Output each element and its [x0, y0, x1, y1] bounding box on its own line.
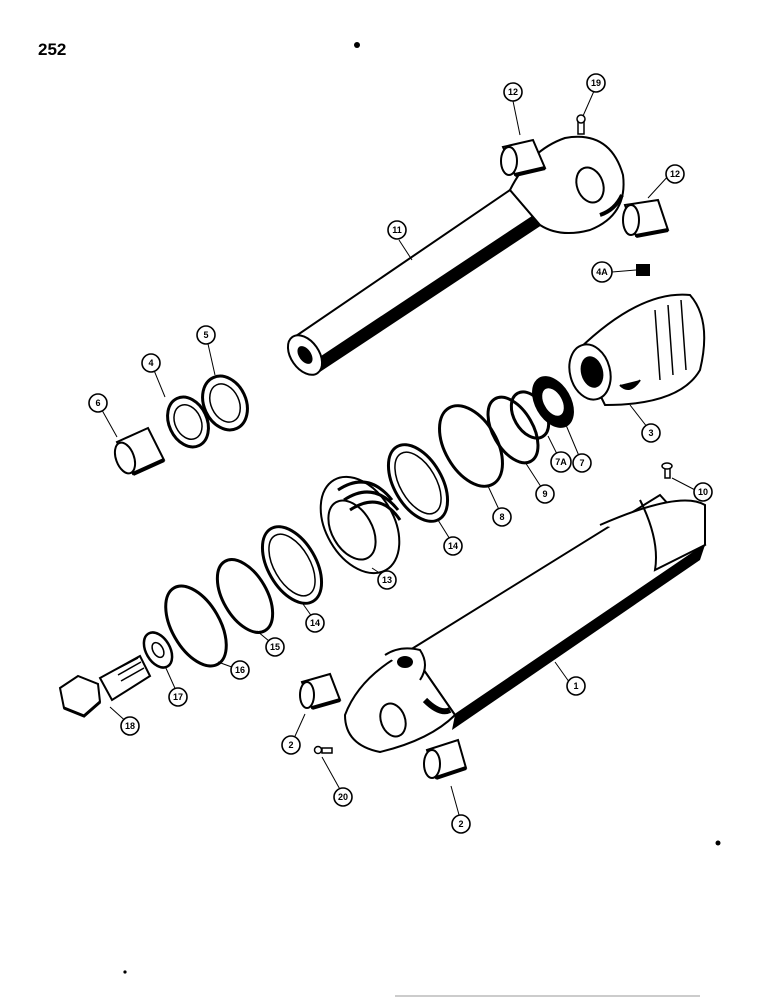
svg-text:7A: 7A	[555, 457, 567, 467]
callout-4a: 4A	[591, 261, 613, 283]
svg-text:13: 13	[382, 575, 392, 585]
rod-bushing-left	[500, 138, 547, 177]
callout-7: 7	[572, 453, 592, 473]
callout-2: 2	[451, 814, 471, 834]
callout-14: 14	[305, 613, 325, 633]
svg-text:7: 7	[579, 458, 584, 468]
svg-text:6: 6	[95, 398, 100, 408]
callout-15: 15	[265, 637, 285, 657]
ring-15	[215, 558, 275, 634]
callout-12: 12	[503, 82, 523, 102]
callout-7a: 7A	[550, 451, 572, 473]
callout-1: 1	[566, 676, 586, 696]
barrel-bushing-lower	[423, 738, 468, 780]
callout-8: 8	[492, 507, 512, 527]
callout-6: 6	[88, 393, 108, 413]
callout-5: 5	[196, 325, 216, 345]
svg-text:1: 1	[573, 681, 578, 691]
svg-text:19: 19	[591, 78, 601, 88]
bolt-18	[58, 654, 152, 718]
svg-text:4A: 4A	[596, 267, 608, 277]
piston	[319, 475, 402, 575]
callout-12: 12	[665, 164, 685, 184]
barrel-bushing-upper	[299, 672, 342, 710]
cylinder-head	[568, 293, 706, 407]
svg-text:12: 12	[508, 87, 518, 97]
wear-ring-14-lower	[260, 525, 324, 605]
washer-17	[142, 631, 174, 669]
svg-text:3: 3	[648, 428, 653, 438]
svg-text:2: 2	[458, 819, 463, 829]
svg-text:16: 16	[235, 665, 245, 675]
callout-19: 19	[586, 73, 606, 93]
callout-9: 9	[535, 484, 555, 504]
ring-16	[164, 584, 228, 668]
wear-ring-14-upper	[386, 443, 450, 523]
svg-text:8: 8	[499, 512, 504, 522]
svg-text:20: 20	[338, 792, 348, 802]
svg-text:17: 17	[173, 692, 183, 702]
grease-fitting-top	[576, 114, 586, 135]
callout-14: 14	[443, 536, 463, 556]
svg-text:9: 9	[542, 489, 547, 499]
svg-text:10: 10	[698, 487, 708, 497]
cylinder-barrel	[343, 493, 707, 754]
ring-4	[166, 395, 210, 449]
svg-text:15: 15	[270, 642, 280, 652]
svg-text:12: 12	[670, 169, 680, 179]
callout-13: 13	[377, 570, 397, 590]
grease-fitting-bottom	[313, 745, 333, 755]
svg-text:18: 18	[125, 721, 135, 731]
svg-text:14: 14	[310, 618, 320, 628]
svg-text:11: 11	[392, 225, 402, 235]
callout-2: 2	[281, 735, 301, 755]
plug	[636, 264, 650, 276]
piston-rod	[286, 135, 625, 376]
callout-20: 20	[333, 787, 353, 807]
callout-10: 10	[693, 482, 713, 502]
svg-text:4: 4	[148, 358, 153, 368]
svg-text:2: 2	[288, 740, 293, 750]
callout-17: 17	[168, 687, 188, 707]
callout-16: 16	[230, 660, 250, 680]
callout-4: 4	[141, 353, 161, 373]
svg-text:14: 14	[448, 541, 458, 551]
page-number: 252	[38, 40, 67, 59]
ring-5	[201, 374, 249, 432]
callout-11: 11	[387, 220, 407, 240]
bushing-6	[113, 426, 166, 476]
o-ring-8	[438, 404, 504, 488]
svg-text:5: 5	[203, 330, 208, 340]
rod-bushing-right	[622, 198, 670, 238]
callout-18: 18	[120, 716, 140, 736]
callout-3: 3	[641, 423, 661, 443]
seal-ring-7a	[509, 390, 551, 440]
screw-10	[661, 462, 673, 479]
